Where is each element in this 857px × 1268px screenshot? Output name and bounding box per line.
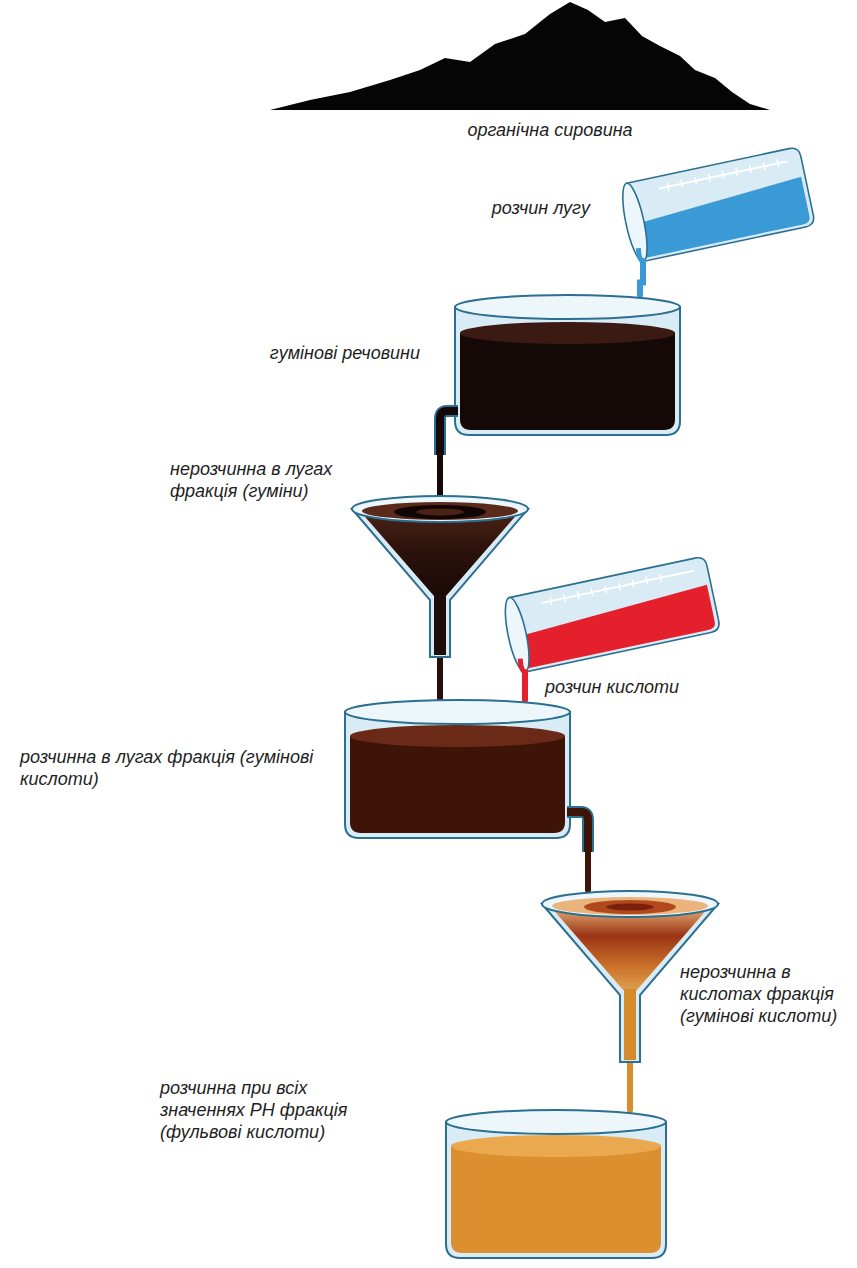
graduation-tick (550, 597, 552, 605)
label-holder: гумінові речовини (220, 343, 420, 365)
graduation-tick (646, 577, 648, 585)
drip-connector (640, 270, 643, 295)
funnel-ring (394, 505, 486, 519)
graduation-tick (564, 594, 566, 602)
acid-filter-funnel: нерозчинна в кислотах фракція (гумінові … (540, 890, 720, 1062)
alkali-soluble-beaker-illustration (345, 700, 595, 852)
funnel-ring (584, 900, 676, 914)
pouring-beaker (500, 556, 720, 674)
alkali-soluble-beaker: розчинна в лугах фракція (гумінові кисло… (345, 700, 595, 852)
extraction-beaker: гумінові речовини (430, 295, 680, 455)
funnel-center (606, 904, 654, 911)
graduation-tick (619, 583, 621, 591)
liquid-surface (460, 322, 675, 344)
graduation-tick (681, 180, 683, 188)
filter-funnel-illustration (350, 495, 530, 657)
extraction-beaker-illustration (430, 295, 680, 455)
graduation-tick (736, 168, 738, 176)
beaker-rim (345, 700, 570, 724)
beaker-liquid (350, 736, 565, 833)
graduation-tick (750, 165, 752, 173)
step-label: нерозчинна в лугах фракція (гуміни) (170, 459, 370, 503)
step-label: гумінові речовини (220, 343, 420, 365)
pouring-beaker (618, 147, 816, 264)
funnel-rim (542, 891, 718, 917)
funnel-surface (362, 502, 518, 520)
graduation-tick (577, 591, 579, 599)
beaker-mouth (618, 181, 652, 263)
beaker-glass (509, 556, 720, 672)
label-holder: розчин лугу (400, 198, 590, 220)
graduation-tick (777, 159, 779, 167)
funnel-glass (352, 509, 528, 657)
beaker-rim (446, 1110, 666, 1134)
funnel-glass (542, 904, 718, 1062)
beaker-rim (455, 295, 680, 319)
beaker-tap-liquid (567, 812, 588, 852)
graduation-tick (605, 585, 607, 593)
drip-connector (627, 1062, 633, 1110)
funnel-stem-liquid (624, 989, 636, 1060)
funnel-surface (552, 897, 708, 915)
beaker-tap (440, 411, 458, 455)
step-label: нерозчинна в кислотах фракція (гумінові … (680, 962, 852, 1028)
raw-material-silhouette (270, 2, 770, 110)
fulvic-beaker: розчинна при всіх значеннях РН фракція (… (445, 1110, 667, 1262)
drip-connector (437, 455, 443, 495)
beaker-glass (345, 712, 570, 838)
label-holder: нерозчинна в лугах фракція (гуміни) (170, 459, 370, 503)
step-label: розчинна в лугах фракція (гумінові кисло… (20, 747, 325, 791)
liquid-surface (451, 1135, 661, 1157)
graduation-line (658, 161, 787, 188)
step-label: розчинна при всіх значеннях РН фракція (… (160, 1078, 370, 1144)
pour-stream (522, 672, 528, 675)
label-holder: розчин кислоти (545, 677, 725, 699)
filter-funnel: нерозчинна в лугах фракція (гуміни) (350, 495, 530, 657)
beaker-tap-liquid (440, 411, 458, 455)
beaker-liquid (515, 585, 716, 669)
graduation-tick (660, 574, 662, 582)
graduation-tick (667, 183, 669, 191)
liquid-surface (350, 725, 565, 747)
step-label: розчин кислоти (545, 677, 725, 699)
beaker-liquid (451, 1146, 661, 1253)
graduation-tick (632, 580, 634, 588)
pour-stream (640, 261, 646, 270)
beaker-liquid (460, 333, 675, 430)
alkali-beaker-illustration (615, 140, 825, 270)
beaker-mouth (500, 596, 533, 674)
drip-connector (437, 657, 443, 700)
step-label: органічна сировина (400, 120, 700, 142)
funnel-filter-content (360, 511, 520, 596)
label-holder: органічна сировина (400, 120, 700, 142)
acid-beaker-illustration (500, 555, 728, 675)
acid-beaker: розчин кислоти (500, 555, 728, 675)
graduation-tick (763, 162, 765, 170)
drip-connector (522, 675, 528, 700)
funnel-stem-liquid (434, 594, 446, 655)
label-holder: розчинна в лугах фракція (гумінові кисло… (20, 747, 325, 791)
raw-material-illustration (270, 0, 770, 112)
alkali-beaker: розчин лугу (615, 140, 825, 270)
graduation-tick (708, 174, 710, 182)
graduation-tick (591, 588, 593, 596)
drip-connector (585, 852, 591, 890)
beaker-tap (567, 812, 588, 852)
graduation-tick (722, 171, 724, 179)
label-holder: розчинна при всіх значеннях РН фракція (… (160, 1078, 370, 1144)
graduation-line (541, 571, 694, 603)
funnel-rim (352, 496, 528, 522)
label-holder: нерозчинна в кислотах фракція (гумінові … (680, 962, 852, 1028)
fulvic-beaker-illustration (445, 1110, 667, 1262)
beaker-glass (455, 307, 680, 435)
funnel-center (416, 509, 464, 516)
step-label: розчин лугу (400, 198, 590, 220)
beaker-glass (446, 1122, 666, 1258)
beaker-glass (627, 147, 816, 262)
graduation-tick (695, 177, 697, 185)
raw-material: органічна сировина (270, 0, 770, 112)
